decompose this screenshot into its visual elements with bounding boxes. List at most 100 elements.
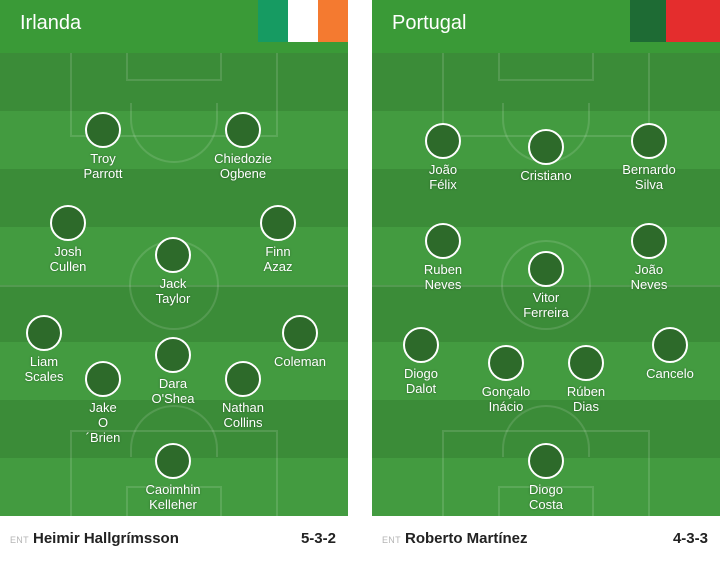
player-name-line: O bbox=[97, 415, 109, 430]
player-marker-icon bbox=[488, 345, 524, 381]
player-name-line: Cullen bbox=[49, 259, 87, 274]
player-name-line: Silva bbox=[634, 177, 664, 192]
player-name-line: Azaz bbox=[263, 259, 293, 274]
player-name-line: Troy bbox=[90, 151, 116, 166]
player-name-line: Costa bbox=[529, 497, 563, 512]
player-name: Cristiano bbox=[491, 168, 601, 183]
player-name-line: Cancelo bbox=[646, 366, 694, 381]
player-name: Coleman bbox=[245, 354, 348, 369]
player-name-line: João bbox=[428, 162, 458, 177]
goal-box-top bbox=[498, 53, 594, 81]
player-marker-icon bbox=[155, 337, 191, 373]
player-marker-icon bbox=[631, 123, 667, 159]
team-name: Irlanda bbox=[20, 12, 82, 34]
player-name-line: Dias bbox=[572, 399, 599, 414]
player-name-line: Ferreira bbox=[523, 305, 569, 320]
player[interactable]: Cristiano bbox=[491, 129, 601, 183]
player-name: Cancelo bbox=[615, 366, 720, 381]
player-marker-icon bbox=[260, 205, 296, 241]
player-marker-icon bbox=[631, 223, 667, 259]
player-marker-icon bbox=[282, 315, 318, 351]
player-name-line: Diogo bbox=[529, 482, 563, 497]
player-marker-icon bbox=[225, 112, 261, 148]
player-marker-icon bbox=[568, 345, 604, 381]
coach-name[interactable]: Heimir Hallgrímsson bbox=[33, 530, 179, 547]
player-name-line: ´Brien bbox=[85, 430, 121, 445]
player-name-line: Neves bbox=[630, 277, 668, 292]
team-name: Portugal bbox=[392, 12, 467, 34]
player-marker-icon bbox=[85, 112, 121, 148]
player-name-line: Jake bbox=[89, 400, 117, 415]
player[interactable]: Cancelo bbox=[615, 327, 720, 381]
player-name-line: Inácio bbox=[488, 399, 524, 414]
formation: 5-3-2 bbox=[300, 530, 336, 547]
player-name-line: Dara bbox=[158, 376, 188, 391]
player-name-line: Cristiano bbox=[520, 168, 572, 183]
player-marker-icon bbox=[652, 327, 688, 363]
player-name-line: Ogbene bbox=[219, 166, 267, 181]
player-marker-icon bbox=[26, 315, 62, 351]
player[interactable]: Coleman bbox=[245, 315, 348, 369]
player-name-line: Diogo bbox=[404, 366, 438, 381]
player-marker-icon bbox=[155, 237, 191, 273]
player-name-line: Coleman bbox=[273, 354, 327, 369]
flag-stripe bbox=[630, 0, 666, 42]
team-header: Portugal bbox=[372, 0, 720, 53]
player-name-line: Rúben bbox=[566, 384, 606, 399]
player-marker-icon bbox=[425, 223, 461, 259]
player-marker-icon bbox=[528, 129, 564, 165]
team-footer: ENT Heimir Hallgrímsson 5-3-2 bbox=[0, 516, 348, 562]
player-name-line: Jack bbox=[159, 276, 187, 291]
player-name-line: Caoimhin bbox=[145, 482, 201, 497]
team-header: Irlanda bbox=[0, 0, 348, 53]
center-circle bbox=[501, 240, 591, 330]
player-name-line: Bernardo bbox=[622, 162, 676, 177]
player-name-line: Dalot bbox=[405, 381, 437, 396]
coach-name[interactable]: Roberto Martínez bbox=[405, 530, 528, 547]
player-name-line: Gonçalo bbox=[481, 384, 531, 399]
team-footer: ENT Roberto Martínez 4-3-3 bbox=[372, 516, 720, 562]
goal-box-bottom bbox=[126, 486, 222, 516]
player-name-line: Taylor bbox=[155, 291, 191, 306]
formation: 4-3-3 bbox=[672, 530, 708, 547]
player-marker-icon bbox=[85, 361, 121, 397]
player-name-line: Finn bbox=[265, 244, 291, 259]
player-name-line: Liam bbox=[29, 354, 59, 369]
coach-role-label: ENT bbox=[382, 535, 401, 545]
player-name-line: Neves bbox=[424, 277, 462, 292]
player-name-line: Vitor bbox=[532, 290, 560, 305]
player-marker-icon bbox=[528, 251, 564, 287]
player-name-line: Ruben bbox=[423, 262, 463, 277]
flag-stripe bbox=[318, 0, 348, 42]
player-marker-icon bbox=[225, 361, 261, 397]
